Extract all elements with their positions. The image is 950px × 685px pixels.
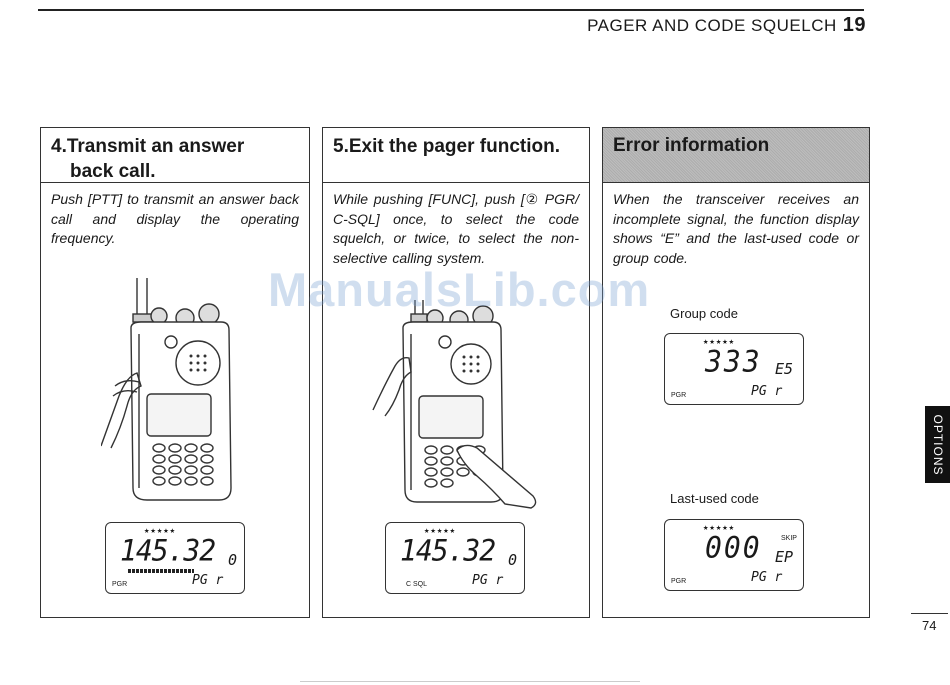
watermark: ManualsLib.com (268, 263, 651, 316)
memory-digit: 0 (508, 551, 518, 569)
step-number: 5. (333, 136, 349, 157)
error-info-body: When the transceiver receives an incompl… (613, 191, 859, 266)
signal-stars: ★★★★★ (703, 523, 736, 533)
step-number: 4. (51, 136, 67, 157)
code-readout: 000 (705, 530, 762, 565)
memory-digit: 0 (228, 551, 238, 569)
page-header: PAGER AND CODE SQUELCH 19 (587, 14, 866, 37)
signal-stars: ★★★★★ (424, 526, 457, 536)
side-tab-label: OPTIONS (930, 413, 945, 476)
heading-line-1: Transmit an answer (66, 136, 245, 157)
page-number: 74 (922, 618, 937, 633)
lcd-display: ★★★★★ 145.32 0 PGR PG r (105, 522, 245, 594)
step-4-panel: 4.Transmit an answer back call. Push [PT… (40, 127, 310, 618)
frequency-readout: 145.32 (120, 533, 216, 568)
page-number-rule (911, 613, 948, 614)
pgr-indicator: PGR (671, 578, 687, 585)
header-page-number: 19 (842, 14, 866, 36)
group-code-lcd: ★★★★★ 333 E5 PGR PG r (664, 333, 804, 405)
error-info-heading: Error information (603, 128, 869, 183)
mode-readout: PG r (192, 573, 224, 588)
lcd-display: ★★★★★ 145.32 0 C SQL PG r (385, 522, 525, 594)
group-code-caption: Group code (670, 306, 738, 321)
step-5-panel: 5.Exit the pager function. While pushing… (322, 127, 590, 618)
heading-line-2: back call. (70, 161, 156, 182)
error-info-panel: Error information When the transceiver r… (602, 127, 870, 618)
step-4-body: Push [PTT] to transmit an answer back ca… (51, 191, 299, 247)
step-5-heading: 5.Exit the pager function. (323, 128, 589, 183)
error-readout: E5 (775, 360, 794, 378)
step-5-body: While pushing [FUNC], push [② PGR/ C-SQL… (333, 191, 579, 266)
mode-readout: PG r (472, 573, 504, 588)
radio-hand-illustration (101, 278, 232, 501)
radio-finger-illustration (372, 300, 537, 509)
s-meter-bar (128, 569, 194, 573)
step-4-heading: 4.Transmit an answer back call. (41, 128, 309, 183)
pgr-indicator: PGR (671, 392, 687, 399)
error-readout: EP (775, 548, 794, 566)
csql-indicator: C SQL (406, 581, 428, 588)
last-used-code-lcd: ★★★★★ 000 SKIP EP PGR PG r (664, 519, 804, 591)
skip-indicator: SKIP (781, 535, 797, 542)
bottom-rule (300, 681, 640, 682)
pgr-indicator: PGR (112, 581, 128, 588)
signal-stars: ★★★★★ (703, 337, 736, 347)
mode-readout: PG r (751, 384, 783, 399)
signal-stars: ★★★★★ (144, 526, 177, 536)
options-side-tab[interactable]: OPTIONS (925, 406, 950, 483)
code-readout: 333 (705, 344, 762, 379)
top-rule (38, 9, 864, 11)
frequency-readout: 145.32 (400, 533, 496, 568)
mode-readout: PG r (751, 570, 783, 585)
last-used-code-caption: Last-used code (670, 491, 759, 506)
heading-line-1: Exit the pager function. (348, 136, 560, 157)
header-title: PAGER AND CODE SQUELCH (587, 16, 837, 35)
